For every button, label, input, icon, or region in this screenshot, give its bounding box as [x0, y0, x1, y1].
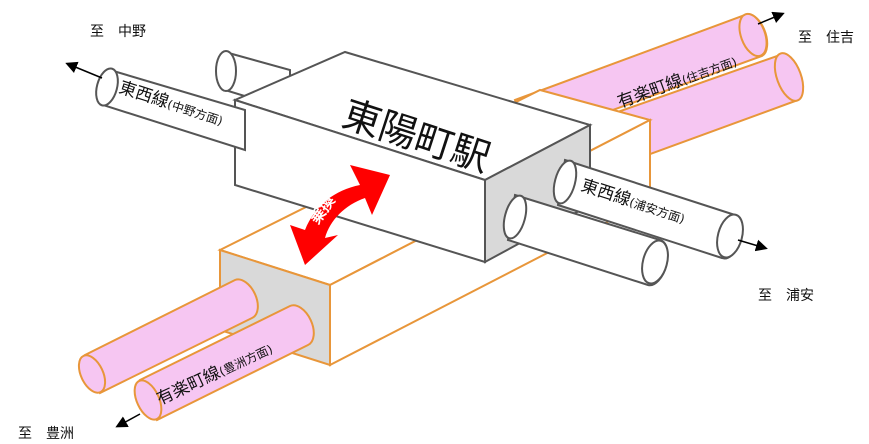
arrow-to-sumiyoshi: [757, 11, 785, 25]
yurakucho-tube-toyosu-front: [133, 304, 315, 422]
destination-toyosu: 至 豊洲: [18, 426, 74, 442]
tozai-tube-urayasu-back: [552, 158, 744, 260]
tozai-tube-urayasu-front: [502, 193, 669, 287]
arrow-to-urayasu: [737, 239, 768, 252]
destination-nakano: 至 中野: [90, 24, 146, 40]
arrow-to-toyosu: [115, 413, 141, 428]
destination-sumiyoshi: 至 住吉: [798, 30, 854, 46]
yurakucho-tube-toyosu-back: [77, 278, 259, 395]
arrow-to-nakano: [65, 61, 103, 79]
destination-urayasu: 至 浦安: [758, 288, 814, 304]
